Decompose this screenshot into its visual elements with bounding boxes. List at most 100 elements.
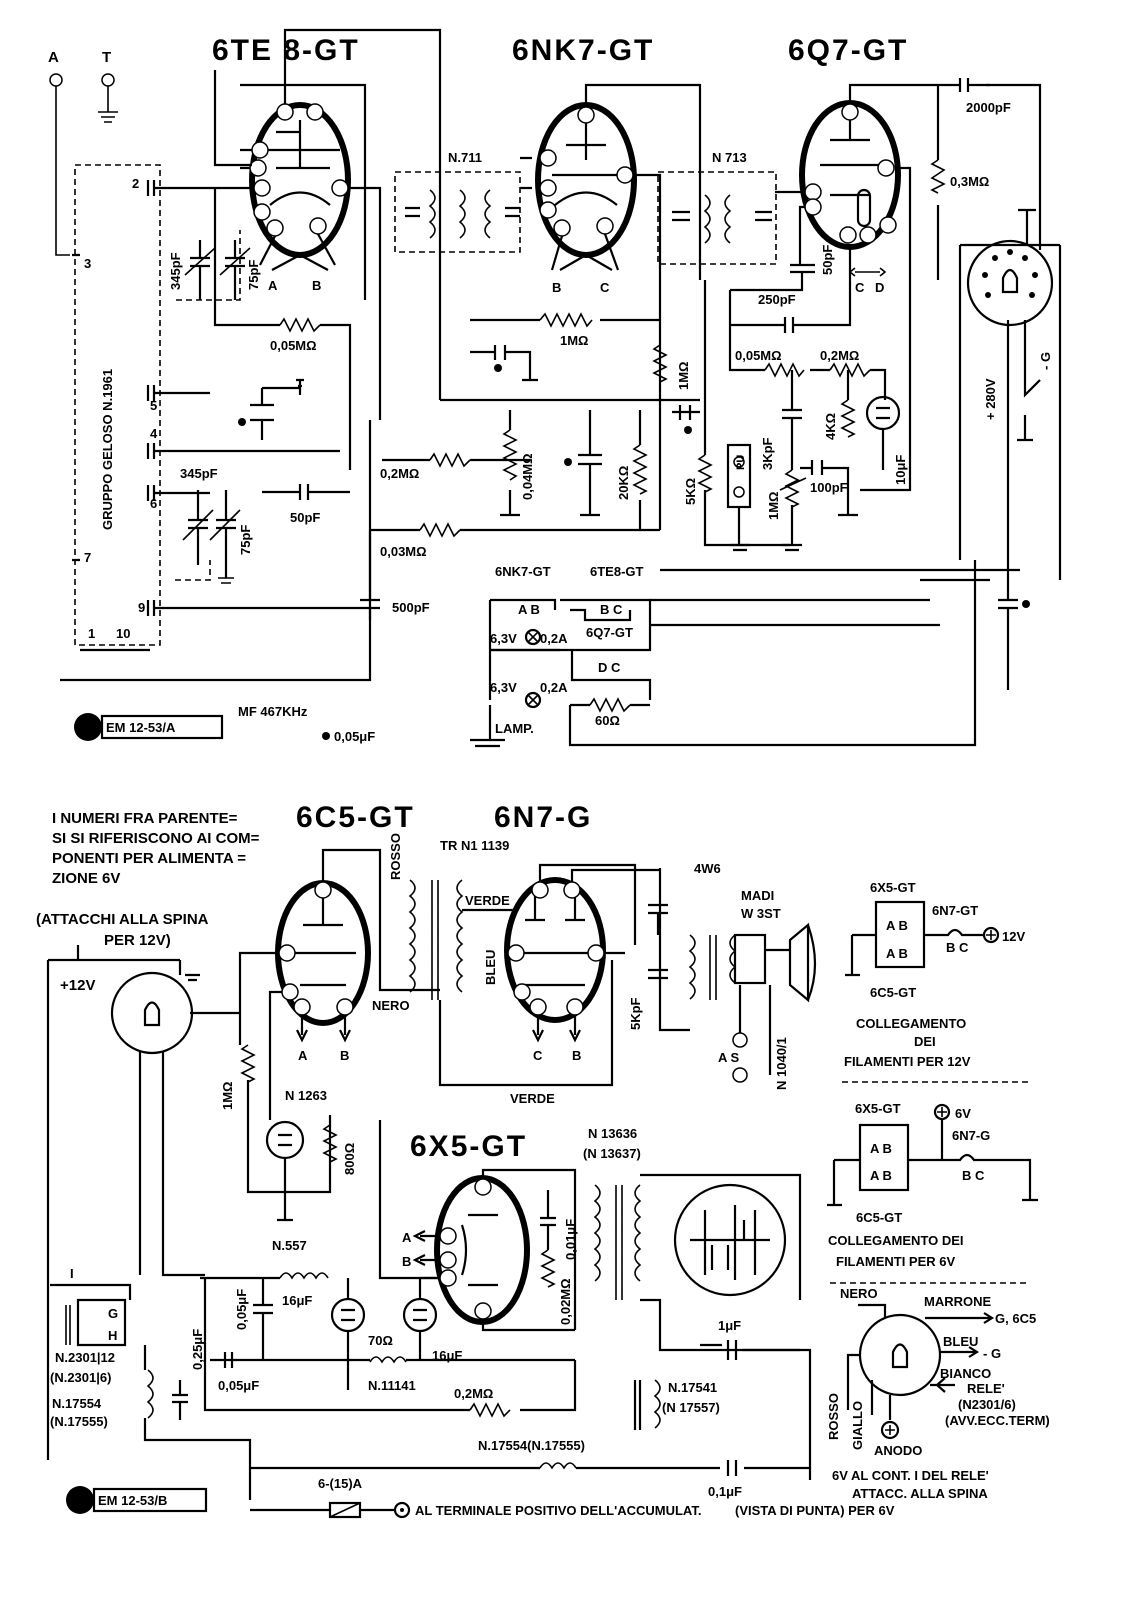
- n17555-label: (N.17555): [50, 1414, 108, 1429]
- res-1m-lower: 1MΩ: [220, 1082, 235, 1110]
- cap-50pf-b: 50pF: [820, 245, 835, 275]
- cap-500pf: 500pF: [392, 600, 430, 615]
- coil-pin-4: 4: [150, 426, 158, 441]
- cap-2000pf: 2000pF: [966, 100, 1011, 115]
- pin-letter-a: A: [268, 278, 278, 293]
- n13637-label: (N 13637): [583, 1146, 641, 1161]
- note-line-1: I NUMERI FRA PARENTE=: [52, 810, 238, 827]
- res-0-2m-lower: 0,2MΩ: [454, 1386, 493, 1401]
- battery-terminal-icon: [393, 1501, 411, 1519]
- pin-letter-c: C: [600, 280, 610, 295]
- 6x5-pin-b: B: [402, 1254, 411, 1269]
- mf-frequency: MF 467KHz: [238, 704, 308, 719]
- coil-pin-7: 7: [84, 550, 91, 565]
- heater-dc: D C: [598, 660, 621, 675]
- electrolytic-10uf: [865, 395, 901, 431]
- fil12-title-2: DEI: [914, 1034, 936, 1049]
- fil6-voltage: 6V: [955, 1106, 971, 1121]
- plug6-rosso: ROSSO: [826, 1393, 841, 1440]
- n17554b-label: N.17554(N.17555): [478, 1438, 585, 1453]
- n13636-label: N 13636: [588, 1126, 637, 1141]
- heater-title-6nk7: 6NK7-GT: [495, 564, 551, 579]
- relay-i-label: I: [70, 1266, 74, 1281]
- plug6-footer-2: ATTACC. ALLA SPINA: [852, 1486, 988, 1501]
- res-0-3m: 0,3MΩ: [950, 174, 989, 189]
- coil-pin-6: 6: [150, 496, 157, 511]
- tube-title-6c5: 6C5-GT: [296, 801, 415, 834]
- lamp1-current: 0,2A: [540, 631, 568, 646]
- relay-h-label: H: [108, 1328, 117, 1343]
- lamp2-voltage: 6,3V: [490, 680, 517, 695]
- battery-terminal-text: AL TERMINALE POSITIVO DELL'ACCUMULAT.: [415, 1503, 701, 1518]
- 6c5-pin-a: A: [298, 1048, 308, 1063]
- plug6-g6c5: G, 6C5: [995, 1311, 1036, 1326]
- vibrator-unit: [673, 1183, 787, 1297]
- if-transformer-713: [657, 171, 777, 265]
- plus-12v-label: +12V: [60, 977, 95, 994]
- n11141-label: N.11141: [368, 1378, 416, 1393]
- coil-pin-2: 2: [132, 176, 139, 191]
- res-0-2m: 0,2MΩ: [380, 466, 419, 481]
- electrolytic-n1263: [265, 1120, 305, 1160]
- pin-letter-b2: B: [552, 280, 561, 295]
- svg-text:EM 12-53/B: EM 12-53/B: [98, 1493, 167, 1508]
- res-1m-v: 1MΩ: [676, 362, 691, 390]
- tr-1139-label: TR N1 1139: [440, 838, 509, 853]
- fil12-6c5: 6C5-GT: [870, 985, 916, 1000]
- cap-75pf-bot: 75pF: [238, 525, 253, 555]
- cap-3kpf: 3KpF: [760, 437, 775, 470]
- terminal-a-icon: [49, 73, 63, 87]
- fil6-bc: B C: [962, 1168, 985, 1183]
- fil12-title-1: COLLEGAMENTO: [856, 1016, 966, 1031]
- coil-pin-10: 10: [116, 626, 130, 641]
- 6n7-pin-c: C: [533, 1048, 543, 1063]
- res-0-03m: 0,03MΩ: [380, 544, 427, 559]
- lamp-label: LAMP.: [495, 721, 534, 736]
- fil12-bc: B C: [946, 940, 969, 955]
- fil6-6n7: 6N7-G: [952, 1128, 990, 1143]
- vista-text: (VISTA DI PUNTA) PER 6V: [735, 1503, 895, 1518]
- terminal-a-label: A: [48, 49, 59, 66]
- res-0-2m-b: 0,2MΩ: [820, 348, 859, 363]
- heater-ab: A B: [518, 602, 540, 617]
- jack-as-2[interactable]: [732, 1067, 748, 1083]
- plug6-rele: RELE': [967, 1381, 1005, 1396]
- res-4k: 4KΩ: [823, 413, 838, 440]
- voltage-280v: + 280V: [983, 378, 998, 420]
- legend-cap: 0,05μF: [334, 729, 375, 744]
- heater-title-6te8: 6TE8-GT: [590, 564, 644, 579]
- jack-as-1[interactable]: [732, 1032, 748, 1048]
- cap-0-05uf-b: 0,05μF: [218, 1378, 259, 1393]
- res-800: 800Ω: [342, 1143, 357, 1175]
- fil6-ab-2: A B: [870, 1168, 892, 1183]
- n17554-label: N.17554: [52, 1396, 102, 1411]
- g-minus-label: - G: [1038, 352, 1053, 370]
- cap-0-01uf: 0,01μF: [563, 1219, 578, 1260]
- tube-title-6x5: 6X5-GT: [410, 1130, 527, 1163]
- plug6-footer-1: 6V AL CONT. I DEL RELE': [832, 1468, 989, 1483]
- badge-lower: EM 12-53/B: [66, 1486, 208, 1514]
- n17557-label: (N 17557): [662, 1400, 720, 1415]
- fuse-icon: [328, 1501, 362, 1519]
- plug6-avv: (AVV.ECC.TERM): [945, 1413, 1050, 1428]
- n2301-12-label: N.2301|12: [55, 1350, 115, 1365]
- coil-pin-1: 1: [88, 626, 95, 641]
- lower-schematic: I NUMERI FRA PARENTE= SI SI RIFERISCONO …: [36, 801, 1050, 1519]
- n1263-label: N 1263: [285, 1088, 327, 1103]
- nero-label: NERO: [372, 998, 410, 1013]
- coil-pin-9: 9: [138, 600, 145, 615]
- plug-title-1: (ATTACCHI ALLA SPINA: [36, 911, 209, 928]
- fil12-voltage: 12V: [1002, 929, 1025, 944]
- fil12-ab-2: A B: [886, 946, 908, 961]
- cap-16uf-a: 16μF: [282, 1293, 312, 1308]
- n557-label: N.557: [272, 1238, 307, 1253]
- pin-letter-d: D: [875, 280, 884, 295]
- cap-100pf: 100pF: [810, 480, 848, 495]
- res-1m: 1MΩ: [560, 333, 588, 348]
- plug-12v: [110, 971, 194, 1055]
- cap-345pf-top: 345pF: [168, 252, 183, 290]
- res-20k: 20KΩ: [616, 466, 631, 500]
- tube-title-6q7: 6Q7-GT: [788, 34, 908, 67]
- fil12-6x5: 6X5-GT: [870, 880, 916, 895]
